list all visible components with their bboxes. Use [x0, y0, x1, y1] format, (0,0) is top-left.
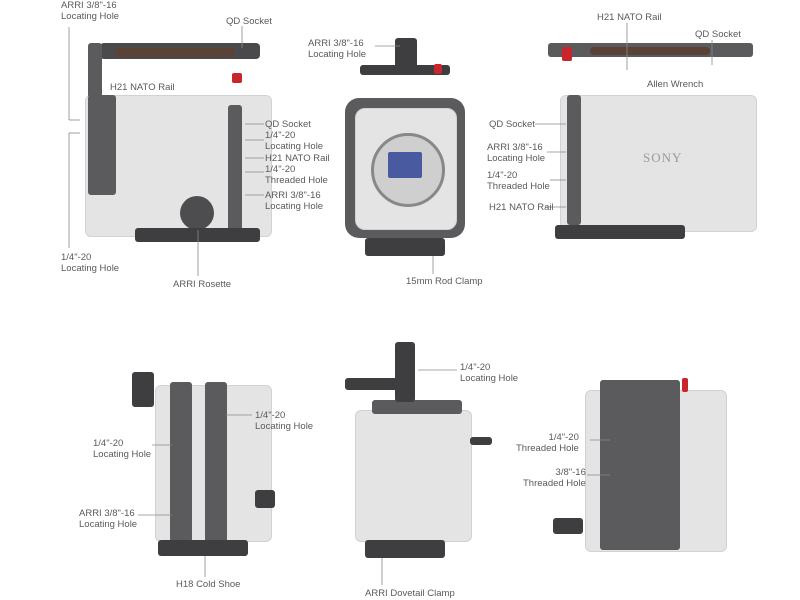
label-arri-rosette: ARRI Rosette	[173, 279, 232, 290]
brand-logo: SONY	[643, 150, 683, 165]
label-h21-nato-rail-right-bottom: H21 NATO Rail	[489, 202, 554, 213]
label-allen-wrench: Allen Wrench	[647, 79, 704, 90]
label-qd-socket-right: QD Socket	[695, 29, 741, 40]
label-rod-clamp: 15mm Rod Clamp	[406, 276, 483, 287]
label-h21-nato-rail-right: H21 NATO Rail	[597, 12, 662, 23]
arri-rosette	[180, 196, 214, 230]
label-cold-shoe: H18 Cold Shoe	[176, 579, 241, 590]
label-qd-socket-right-side: QD Socket	[489, 119, 535, 130]
label-qd-socket: QD Socket	[226, 16, 272, 27]
label-h21-nato-rail: H21 NATO Rail	[110, 82, 175, 93]
label-dovetail-clamp: ARRI Dovetail Clamp	[365, 588, 455, 599]
label-h21-nato-rail-side: H21 NATO Rail	[265, 153, 330, 164]
label-qd-socket-side: QD Socket	[265, 119, 311, 130]
